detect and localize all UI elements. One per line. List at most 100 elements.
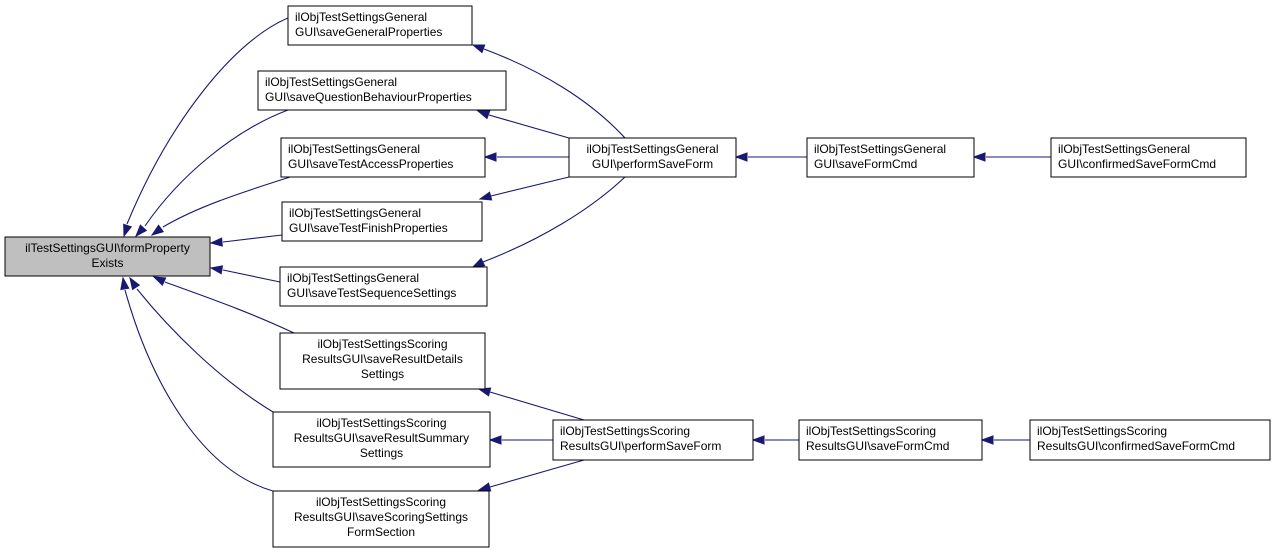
edge-line	[144, 109, 289, 227]
nodes-layer: ilTestSettingsGUI\formProperty Exists il…	[4, 5, 1271, 548]
svg-text:ResultsGUI\saveResultDetails: ResultsGUI\saveResultDetails	[302, 352, 463, 366]
edge-s-perform-to-s-summary	[488, 435, 553, 445]
svg-text:ilObjTestSettingsGeneral: ilObjTestSettingsGeneral	[289, 206, 421, 220]
svg-text:FormSection: FormSection	[347, 525, 415, 539]
node-scoring-savescoringsettingsformsection[interactable]: ilObjTestSettingsScoring ResultsGUI\save…	[272, 490, 490, 548]
edge-line	[222, 269, 281, 283]
arrowhead-icon	[471, 257, 486, 268]
svg-text:ilObjTestSettingsScoring: ilObjTestSettingsScoring	[316, 495, 446, 509]
svg-text:ilObjTestSettingsScoring: ilObjTestSettingsScoring	[1037, 424, 1167, 438]
edge-line	[164, 281, 295, 334]
node-general-savetestsequencesettings[interactable]: ilObjTestSettingsGeneral GUI\saveTestSeq…	[279, 266, 488, 307]
edge-line	[162, 176, 291, 228]
edge-g-general-to-root	[123, 17, 289, 238]
edge-s-confirmed-to-s-savecmd	[980, 435, 1030, 445]
edge-s-details-to-root	[152, 276, 295, 334]
svg-text:ilObjTestSettingsScoring: ilObjTestSettingsScoring	[560, 424, 690, 438]
svg-text:ilObjTestSettingsGeneral: ilObjTestSettingsGeneral	[287, 271, 419, 285]
edge-line	[488, 114, 570, 139]
svg-text:Exists: Exists	[91, 256, 123, 270]
edge-line	[482, 176, 626, 263]
node-general-confirmedsaveformcmd[interactable]: ilObjTestSettingsGeneral GUI\confirmedSa…	[1050, 137, 1247, 178]
arrowhead-icon	[488, 435, 502, 445]
edge-s-scoring-to-root	[120, 276, 274, 492]
arrowhead-icon	[476, 110, 491, 120]
svg-text:ilObjTestSettingsScoring: ilObjTestSettingsScoring	[317, 337, 447, 351]
svg-text:ilObjTestSettingsGeneral: ilObjTestSettingsGeneral	[814, 142, 946, 156]
edge-line	[124, 289, 274, 492]
svg-text:ResultsGUI\saveResultSummary: ResultsGUI\saveResultSummary	[294, 431, 469, 445]
arrowhead-icon	[209, 265, 224, 275]
arrowhead-icon	[478, 191, 493, 201]
node-general-saveformcmd[interactable]: ilObjTestSettingsGeneral GUI\saveFormCmd	[806, 137, 975, 178]
node-scoring-confirmedsaveformcmd[interactable]: ilObjTestSettingsScoring ResultsGUI\conf…	[1029, 419, 1271, 461]
arrowhead-icon	[209, 237, 223, 247]
arrowhead-icon	[483, 152, 497, 162]
arrowhead-icon	[135, 224, 148, 238]
edge-line	[222, 234, 283, 243]
svg-text:GUI\saveTestFinishProperties: GUI\saveTestFinishProperties	[289, 221, 448, 235]
edge-line	[490, 176, 570, 197]
svg-text:ResultsGUI\saveScoringSettings: ResultsGUI\saveScoringSettings	[294, 510, 468, 524]
node-general-performsaveform[interactable]: ilObjTestSettingsGeneral GUI\performSave…	[568, 137, 737, 178]
svg-text:Settings: Settings	[360, 446, 403, 460]
edge-g-question-to-root	[135, 109, 289, 238]
edge-line	[126, 17, 289, 225]
arrowhead-icon	[150, 224, 165, 236]
arrowhead-icon	[477, 482, 492, 492]
edge-g-perform-to-g-question	[476, 110, 570, 139]
edge-s-summary-to-root	[129, 276, 274, 413]
node-general-savequestionbehaviourproperties[interactable]: ilObjTestSettingsGeneral GUI\saveQuestio…	[257, 70, 507, 111]
node-scoring-saveresultsummarysettings[interactable]: ilObjTestSettingsScoring ResultsGUI\save…	[272, 411, 491, 468]
edge-g-finish-to-root	[209, 234, 283, 247]
svg-text:ilTestSettingsGUI\formProperty: ilTestSettingsGUI\formProperty	[25, 241, 190, 255]
svg-text:GUI\confirmedSaveFormCmd: GUI\confirmedSaveFormCmd	[1058, 157, 1216, 171]
arrowhead-icon	[120, 276, 130, 291]
svg-text:GUI\saveTestSequenceSettings: GUI\saveTestSequenceSettings	[287, 286, 456, 300]
svg-text:ResultsGUI\saveFormCmd: ResultsGUI\saveFormCmd	[806, 439, 949, 453]
svg-text:ilObjTestSettingsScoring: ilObjTestSettingsScoring	[316, 416, 446, 430]
arrowhead-icon	[152, 276, 167, 287]
edge-line	[489, 459, 585, 488]
edge-s-savecmd-to-s-perform	[751, 435, 799, 445]
node-general-savetestaccessproperties[interactable]: ilObjTestSettingsGeneral GUI\saveTestAcc…	[280, 137, 486, 178]
svg-text:GUI\saveTestAccessProperties: GUI\saveTestAccessProperties	[288, 157, 453, 171]
node-scoring-performsaveform[interactable]: ilObjTestSettingsScoring ResultsGUI\perf…	[552, 419, 754, 461]
svg-text:ilObjTestSettingsGeneral: ilObjTestSettingsGeneral	[586, 142, 718, 156]
svg-text:GUI\performSaveForm: GUI\performSaveForm	[592, 157, 713, 171]
arrowhead-icon	[980, 435, 994, 445]
svg-text:ResultsGUI\confirmedSaveFormCm: ResultsGUI\confirmedSaveFormCmd	[1037, 439, 1235, 453]
svg-text:ilObjTestSettingsScoring: ilObjTestSettingsScoring	[806, 424, 936, 438]
svg-text:GUI\saveGeneralProperties: GUI\saveGeneralProperties	[295, 25, 442, 39]
arrowhead-icon	[751, 435, 765, 445]
svg-text:GUI\saveQuestionBehaviourPrope: GUI\saveQuestionBehaviourProperties	[265, 90, 472, 104]
arrowhead-icon	[129, 276, 141, 291]
edge-s-perform-to-s-scoring	[477, 459, 585, 492]
node-general-savetestfinishproperties[interactable]: ilObjTestSettingsGeneral GUI\saveTestFin…	[281, 201, 483, 242]
edges-layer	[120, 17, 1051, 492]
svg-text:Settings: Settings	[361, 367, 404, 381]
edge-g-perform-to-g-general	[471, 44, 626, 139]
node-scoring-saveresultdetailssettings[interactable]: ilObjTestSettingsScoring ResultsGUI\save…	[279, 332, 486, 390]
svg-text:ilObjTestSettingsGeneral: ilObjTestSettingsGeneral	[288, 142, 420, 156]
edge-g-sequence-to-root	[209, 265, 281, 283]
edge-line	[483, 48, 626, 139]
svg-text:ilObjTestSettingsGeneral: ilObjTestSettingsGeneral	[295, 10, 427, 24]
node-scoring-saveformcmd[interactable]: ilObjTestSettingsScoring ResultsGUI\save…	[798, 419, 983, 461]
edge-line	[136, 288, 274, 413]
arrowhead-icon	[123, 223, 133, 238]
svg-text:ResultsGUI\performSaveForm: ResultsGUI\performSaveForm	[560, 439, 721, 453]
svg-text:GUI\saveFormCmd: GUI\saveFormCmd	[814, 157, 917, 171]
edge-g-savecmd-to-g-perform	[734, 152, 807, 162]
edge-g-perform-to-g-access	[483, 152, 569, 162]
edge-g-confirmed-to-g-savecmd	[972, 152, 1051, 162]
edge-g-perform-to-g-sequence	[471, 176, 626, 268]
node-formpropertyexists[interactable]: ilTestSettingsGUI\formProperty Exists	[4, 236, 211, 277]
node-general-savegeneralproperties[interactable]: ilObjTestSettingsGeneral GUI\saveGeneral…	[287, 5, 473, 46]
arrowhead-icon	[972, 152, 986, 162]
svg-text:ilObjTestSettingsGeneral: ilObjTestSettingsGeneral	[265, 75, 397, 89]
arrowhead-icon	[471, 44, 486, 54]
edge-s-perform-to-s-details	[477, 387, 585, 421]
arrowhead-icon	[734, 152, 748, 162]
